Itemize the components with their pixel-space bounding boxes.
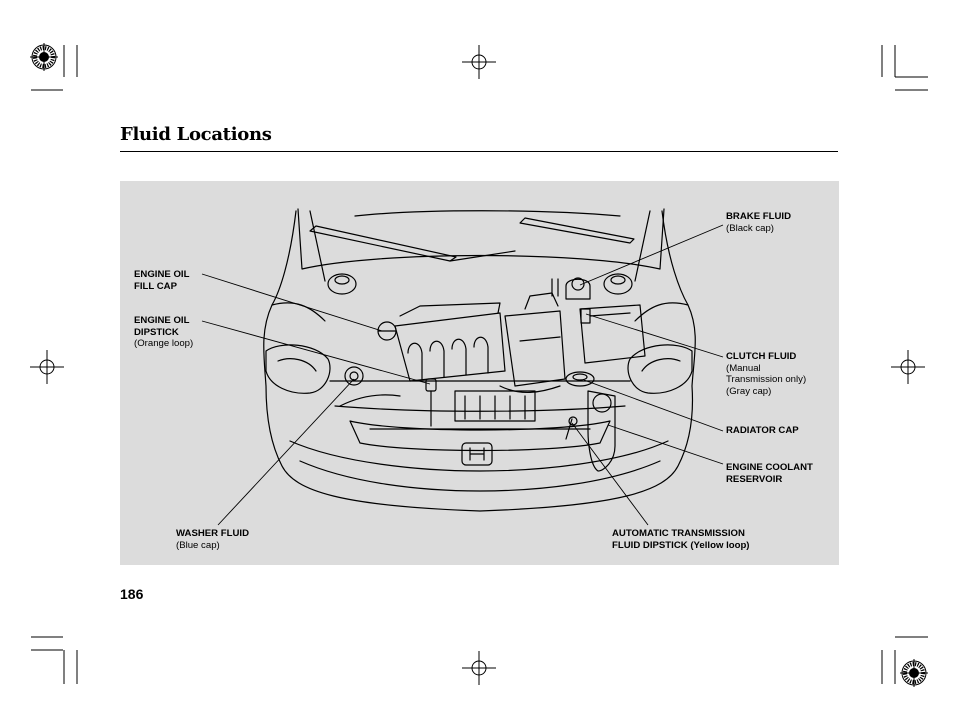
leader-oil-fill-cap: [201, 273, 383, 332]
headlight-right: [627, 344, 693, 394]
callout-engine-coolant-reservoir: ENGINE COOLANT RESERVOIR: [726, 462, 813, 485]
crosshair-bottom: [462, 651, 496, 685]
leader-washer-fluid: [217, 378, 355, 526]
callout-line: RESERVOIR: [726, 473, 783, 485]
callout-clutch-fluid: CLUTCH FLUID (Manual Transmission only) …: [726, 351, 806, 397]
crosshair-right: [891, 350, 925, 384]
brand-emblem: [461, 442, 493, 466]
callout-line: FILL CAP: [134, 280, 177, 292]
callout-line: DIPSTICK: [134, 326, 179, 338]
callout-line: ENGINE OIL: [134, 269, 190, 280]
brake-fluid-reservoir: [565, 278, 591, 300]
callout-line: BRAKE FLUID: [726, 211, 792, 222]
crosshair-top: [462, 45, 496, 79]
callout-radiator-cap: RADIATOR CAP: [726, 425, 799, 437]
leader-brake-fluid: [579, 224, 724, 286]
callout-line: RADIATOR CAP: [726, 425, 799, 436]
clutch-fluid-reservoir: [580, 308, 591, 324]
callout-note: Transmission only): [726, 374, 807, 385]
callout-line: FLUID DIPSTICK (Yellow loop): [612, 539, 750, 551]
callout-line: AUTOMATIC TRANSMISSION: [612, 528, 745, 539]
callout-note: (Orange loop): [134, 338, 194, 349]
callout-line: ENGINE OIL: [134, 315, 190, 326]
front-bumper: [289, 440, 669, 472]
battery: [579, 304, 646, 364]
page-title: Fluid Locations: [120, 124, 272, 145]
washer-fluid-cap: [344, 366, 364, 386]
registration-target-bottom-right: [900, 659, 928, 687]
engine-bay-illustration: [201, 208, 724, 526]
title-rule: [120, 151, 838, 152]
callout-note: (Blue cap): [176, 539, 220, 551]
callout-engine-oil-dipstick: ENGINE OIL DIPSTICK (Orange loop): [134, 315, 193, 350]
callout-washer-fluid: WASHER FLUID (Blue cap): [176, 528, 249, 551]
engine-block: [394, 312, 506, 382]
grille: [349, 420, 611, 452]
leader-coolant-reservoir: [607, 424, 724, 465]
engine-bay-figure: ENGINE OIL FILL CAP ENGINE OIL DIPSTICK …: [120, 181, 839, 565]
coolant-reservoir: [587, 390, 616, 472]
crosshair-left: [30, 350, 64, 384]
callout-brake-fluid: BRAKE FLUID (Black cap): [726, 211, 791, 234]
headlight-left: [265, 344, 331, 394]
callout-line: WASHER FLUID: [176, 528, 250, 539]
registration-target-top-left: [30, 43, 58, 71]
callout-engine-oil-fill-cap: ENGINE OIL FILL CAP: [134, 269, 189, 292]
callout-line: CLUTCH FLUID: [726, 351, 797, 362]
callout-note: (Black cap): [726, 222, 774, 234]
page-number: 186: [120, 586, 144, 602]
car-body-outline: [263, 210, 696, 512]
callout-line: ENGINE COOLANT: [726, 462, 813, 473]
callout-note: (Manual: [726, 362, 761, 374]
atf-dipstick: [565, 418, 573, 440]
strut-tower-left: [327, 273, 357, 295]
leader-atf-dipstick: [571, 422, 649, 526]
hood-panel: [297, 208, 665, 270]
leader-clutch-fluid: [585, 313, 724, 358]
callout-note: (Gray cap): [726, 385, 772, 397]
strut-tower-right: [603, 273, 633, 295]
radiator-cap: [565, 371, 595, 387]
leader-radiator-cap: [583, 379, 724, 432]
wiper-arm-right: [519, 217, 635, 244]
callout-atf-dipstick: AUTOMATIC TRANSMISSION FLUID DIPSTICK (Y…: [612, 528, 750, 551]
air-filter-box: [504, 310, 566, 387]
leader-oil-dipstick: [201, 320, 431, 385]
